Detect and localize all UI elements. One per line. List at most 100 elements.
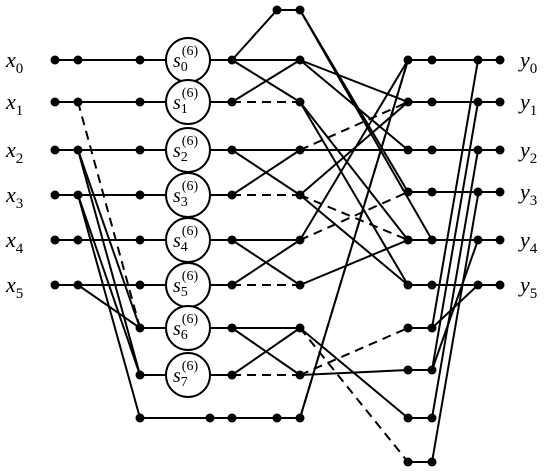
junction-dot: [50, 235, 60, 245]
junction-dot: [135, 190, 145, 200]
junction-dot: [135, 97, 145, 107]
junction-dot: [73, 190, 83, 200]
junction-dot: [403, 235, 413, 245]
junction-dot: [473, 187, 483, 197]
junction-dot: [427, 365, 437, 375]
node-label: s1(6): [173, 86, 198, 117]
input-label-x2: x2: [5, 137, 23, 167]
junction-dot: [403, 145, 413, 155]
node-label: s4(6): [173, 224, 198, 255]
junction-dot: [427, 55, 437, 65]
junction-dot: [227, 323, 237, 333]
junction-dot: [50, 190, 60, 200]
junction-dot: [473, 55, 483, 65]
node-circle: [165, 352, 211, 398]
output-label-y2: y2: [518, 137, 537, 167]
output-label-y1: y1: [518, 89, 537, 119]
junction-dot: [135, 370, 145, 380]
junction-dot: [205, 413, 215, 423]
junction-dot: [427, 187, 437, 197]
junction-dot: [135, 145, 145, 155]
output-label-y0: y0: [518, 47, 537, 77]
junction-dot: [427, 457, 437, 467]
junction-dot: [295, 145, 305, 155]
junction-dot: [495, 235, 505, 245]
junction-dot: [227, 55, 237, 65]
junction-dot: [427, 145, 437, 155]
junction-dot: [272, 413, 282, 423]
junction-dot: [495, 97, 505, 107]
junction-dot: [73, 55, 83, 65]
nodes: s0(6)s1(6)s2(6)s3(6)s4(6)s5(6)s6(6)s7(6): [165, 37, 211, 398]
junction-dot: [50, 145, 60, 155]
junction-dot: [403, 280, 413, 290]
junction-dot: [135, 413, 145, 423]
junction-dot: [295, 370, 305, 380]
junction-dot: [295, 190, 305, 200]
node-s7: s7(6): [165, 352, 211, 398]
junction-dot: [473, 280, 483, 290]
junction-dot: [403, 97, 413, 107]
node-label: s2(6): [173, 134, 198, 165]
node-s0: s0(6): [165, 37, 211, 83]
junction-dot: [473, 145, 483, 155]
junction-dot: [272, 5, 282, 15]
junction-dot: [403, 323, 413, 333]
input-label-x0: x0: [5, 47, 23, 77]
junction-dot: [227, 235, 237, 245]
node-label: s3(6): [173, 179, 198, 210]
junction-dot: [295, 413, 305, 423]
junction-dot: [50, 280, 60, 290]
junction-dot: [495, 280, 505, 290]
node-s3: s3(6): [165, 172, 211, 218]
output-label-y5: y5: [518, 272, 537, 302]
junction-dot: [403, 187, 413, 197]
junction-dot: [295, 97, 305, 107]
node-s5: s5(6): [165, 262, 211, 308]
input-label-x3: x3: [5, 182, 23, 212]
junction-dot: [135, 280, 145, 290]
node-s1: s1(6): [165, 79, 211, 125]
junction-dot: [135, 55, 145, 65]
input-label-x4: x4: [5, 227, 24, 257]
junction-dot: [50, 55, 60, 65]
junction-dot: [135, 323, 145, 333]
junction-dot: [495, 187, 505, 197]
junction-dot: [403, 365, 413, 375]
junction-dot: [50, 97, 60, 107]
junction-dot: [427, 97, 437, 107]
junction-dot: [295, 55, 305, 65]
node-label: s0(6): [173, 44, 198, 75]
junction-dot: [295, 280, 305, 290]
input-label-x5: x5: [5, 272, 23, 302]
junction-dot: [403, 457, 413, 467]
junction-dot: [73, 280, 83, 290]
junction-dot: [227, 145, 237, 155]
junction-dot: [73, 235, 83, 245]
junction-dot: [295, 5, 305, 15]
junction-dot: [473, 97, 483, 107]
junction-dot: [73, 97, 83, 107]
dashed-edges: [77, 59, 409, 463]
junction-dot: [427, 323, 437, 333]
junction-dot: [295, 235, 305, 245]
output-label-y3: y3: [518, 179, 537, 209]
node-s2: s2(6): [165, 127, 211, 173]
node-label: s5(6): [173, 269, 198, 300]
junction-dot: [227, 280, 237, 290]
junction-dot: [227, 370, 237, 380]
node-label: s7(6): [173, 359, 198, 390]
junction-dot: [473, 235, 483, 245]
junction-dot: [403, 55, 413, 65]
junction-dot: [227, 190, 237, 200]
output-labels: y0 y1 y2 y3 y4 y5: [518, 47, 538, 302]
junction-dot: [427, 413, 437, 423]
output-label-y4: y4: [518, 227, 538, 257]
junction-dot: [403, 413, 413, 423]
node-circle: [165, 305, 211, 351]
junction-dot: [227, 413, 237, 423]
junction-dot: [495, 145, 505, 155]
junction-dot: [427, 235, 437, 245]
